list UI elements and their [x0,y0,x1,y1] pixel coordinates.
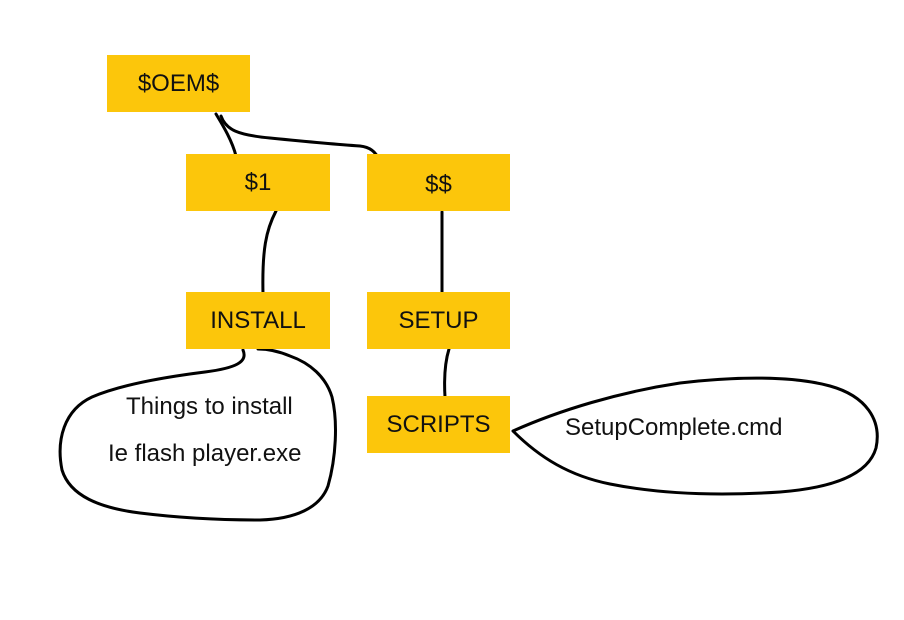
node-install-label: INSTALL [210,306,306,334]
note-bubble-scripts [511,376,879,496]
edge-one-to-install [261,209,278,296]
node-oem: $OEM$ [107,55,250,112]
edge-setup-to-scripts [443,347,451,399]
edge-oem-to-one [214,112,238,158]
node-scripts-label: SCRIPTS [386,410,491,438]
node-oem-label: $OEM$ [137,69,220,97]
note-install-line-1: Things to install [126,393,293,420]
node-dollar-dollar: $$ [367,154,510,211]
note-bubble-install [58,347,337,522]
node-one-label: $1 [244,168,272,196]
edge-oem-to-dollar [219,114,381,162]
node-one: $1 [186,154,330,211]
node-scripts: SCRIPTS [367,396,510,453]
node-install: INSTALL [186,292,330,349]
node-dollar-dollar-label: $$ [425,170,452,198]
node-setup-label: SETUP [398,306,479,334]
node-setup: SETUP [367,292,510,349]
note-install-line-2: Ie flash player.exe [108,440,302,467]
note-scripts-text: SetupComplete.cmd [565,414,783,441]
